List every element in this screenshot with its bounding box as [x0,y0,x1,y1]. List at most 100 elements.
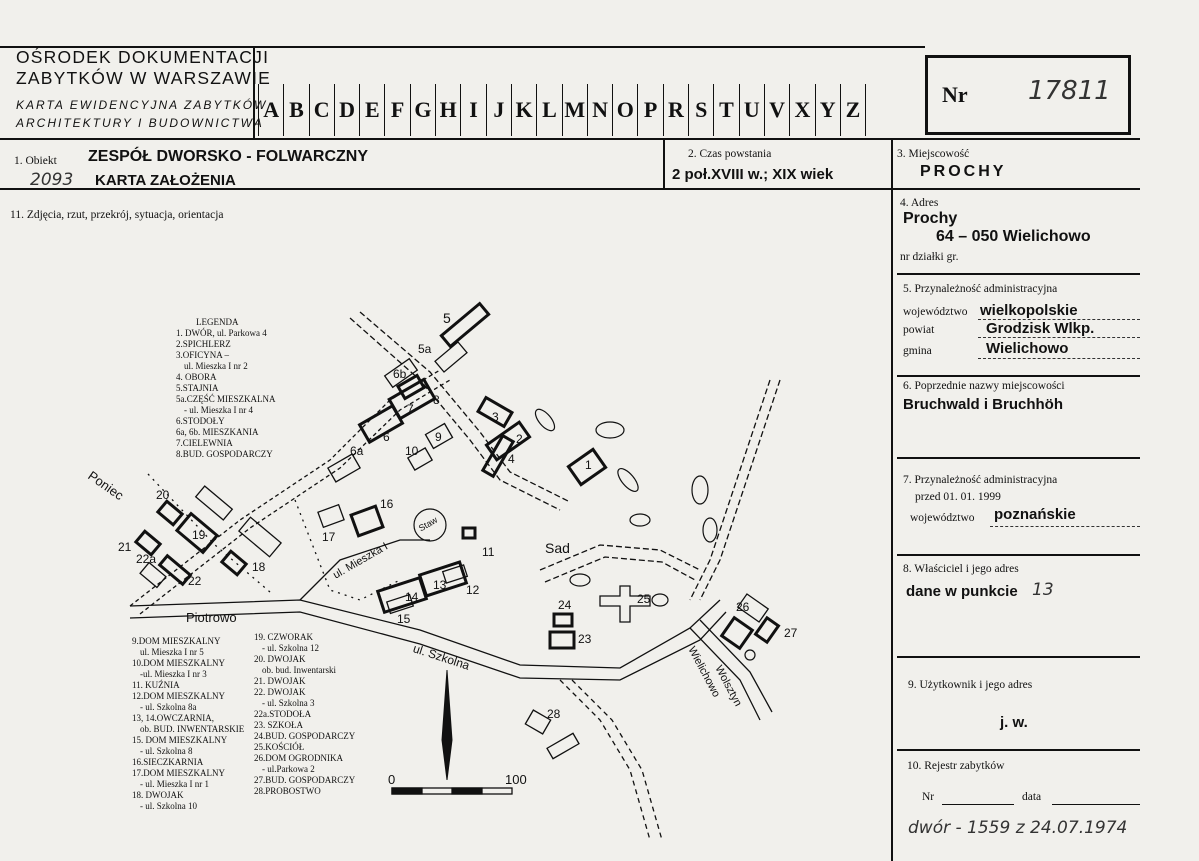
legend-item: - ul. Szkolna 3 [262,698,315,708]
scale-label-0: 0 [388,772,396,787]
church-25 [599,585,651,623]
scale-bar [391,787,513,795]
legend-item: - ul. Szkolna 8a [140,702,197,712]
czas-label: 2. Czas powstania [688,148,772,160]
num-8: 8 [433,393,440,407]
rejestr-nr-line [942,804,1014,805]
powiat-dotted-line [978,337,1140,338]
num-22a: 22a [136,552,157,566]
fence-line [294,499,401,601]
num-5: 5 [443,310,451,326]
building-28 [524,709,552,735]
legend-item: 4. OBORA [176,372,217,382]
road-wielichowo [689,627,761,721]
letter-cell-e: E [359,84,384,136]
letter-cell-g: G [409,84,435,136]
label-road-piotrowo: Piotrowo [186,610,237,625]
right-column-divider [891,140,893,861]
letter-cell-l: L [536,84,561,136]
building-12 [441,564,469,584]
legend-title: LEGENDA [196,317,239,327]
adres-line2: 64 – 050 Wielichowo [936,228,1091,245]
nr-box: Nr 17811 [925,55,1131,135]
legend-item: 23. SZKOŁA [254,720,303,730]
building-9 [424,422,454,450]
building-27 [753,615,781,645]
num-2: 2 [516,432,523,446]
road-west-lane [349,317,561,511]
building-15 [385,593,415,615]
legend-item: 6a, 6b. MIESZKANIA [176,427,259,437]
legend-item: 17.DOM MIESZKALNY [132,768,225,778]
letter-cell-f: F [384,84,409,136]
letter-cell-n: N [586,84,612,136]
letter-cell-v: V [763,84,789,136]
building-11 [461,526,477,540]
num-3: 3 [492,410,499,424]
num-5a: 5a [418,342,432,356]
legend-item: 19. CZWORAK [254,632,313,642]
letter-cell-j: J [485,84,511,136]
num-6: 6 [383,430,390,444]
institution-line2: ZABYTKÓW W WARSZAWIE [16,68,272,88]
obiekt-hand-number: 2093 [30,170,74,190]
building-10 [406,447,434,471]
letter-cell-u: U [738,84,764,136]
building-6a [326,453,362,483]
num-21: 21 [118,540,132,554]
legend-item: 12.DOM MIESZKALNY [132,691,225,701]
woj99-value: poznańskie [994,506,1076,523]
building-26b [736,593,770,623]
gmina-value: Wielichowo [986,340,1069,357]
poprz-label: 6. Poprzednie nazwy miejscowości [903,380,1065,392]
building-17 [317,503,345,529]
letter-cell-d: D [333,84,359,136]
building-24 [552,612,574,628]
building-7 [387,377,437,421]
legend-item: 10.DOM MIESZKALNY [132,658,225,668]
przynal99-label1: 7. Przynależność administracyjna [903,474,1058,486]
tree-clusters [413,408,756,661]
letter-cell-b: B [283,84,308,136]
letter-cell-h: H [435,84,460,136]
legend-item: 5a.CZĘŚĆ MIESZKALNA [176,394,276,404]
building-extra-b [194,485,234,521]
adres-line1: Prochy [903,210,958,227]
uzytkownik-value: j. w. [1000,714,1028,731]
letter-cell-p: P [637,84,662,136]
building-4 [480,433,516,479]
right-rule-5 [897,656,1140,658]
card-type-line2: ARCHITEKTURY I BUDOWNICTWA [16,116,264,130]
przynal99-label2: przed 01. 01. 1999 [915,491,1001,503]
num-6b: 6b [393,367,407,381]
obiekt-line1: ZESPÓŁ DWORSKO - FOLWARCZNY [88,148,368,165]
woj99-dotted-line [990,526,1140,527]
num-11: 11 [482,545,495,559]
legend-item: -ul. Mieszka I nr 3 [140,669,207,679]
legend-item: 15. DOM MIESZKALNY [132,735,228,745]
legend-item: - ul. Szkolna 10 [140,801,197,811]
legend-item: 3.OFICYNA – [176,350,230,360]
legend-item: - ul. Szkolna 8 [140,746,193,756]
top-rule [0,46,925,48]
powiat-label: powiat [903,324,935,336]
num-17: 17 [322,530,336,544]
letter-cell-k: K [510,84,536,136]
letter-cell-o: O [612,84,637,136]
letter-cell-t: T [713,84,738,136]
building-14 [375,575,429,615]
zdjecia-label: 11. Zdjęcia, rzut, przekrój, sytuacja, o… [10,209,224,221]
letter-cell-m: M [561,84,587,136]
building-22a [139,561,167,589]
woj-dotted-line [978,319,1140,320]
building-23 [548,630,576,650]
num-1: 1 [585,458,592,472]
uzytkownik-label: 9. Użytkownik i jego adres [908,679,1033,691]
road-to-28 [559,679,651,841]
nr-value: 17811 [1028,76,1111,106]
scale-label-100: 100 [505,772,527,787]
